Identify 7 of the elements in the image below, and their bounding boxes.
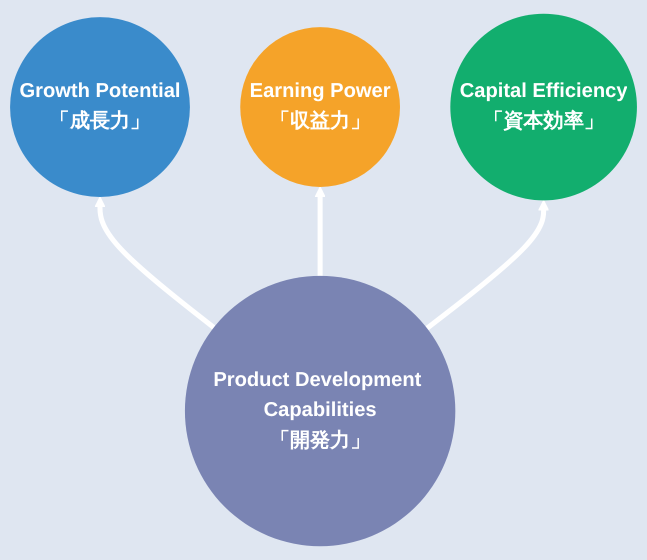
arrow [426,200,550,330]
node-circle: Product Development Capabilities 「開発力」 [184,276,456,546]
node-circle: Earning Power 「収益力」 [240,27,400,187]
node-circle: Growth Potential 「成長力」 [10,17,190,197]
arrow [94,196,216,330]
arrow [314,186,326,276]
node-circle: Capital Efficiency 「資本効率」 [450,14,637,200]
